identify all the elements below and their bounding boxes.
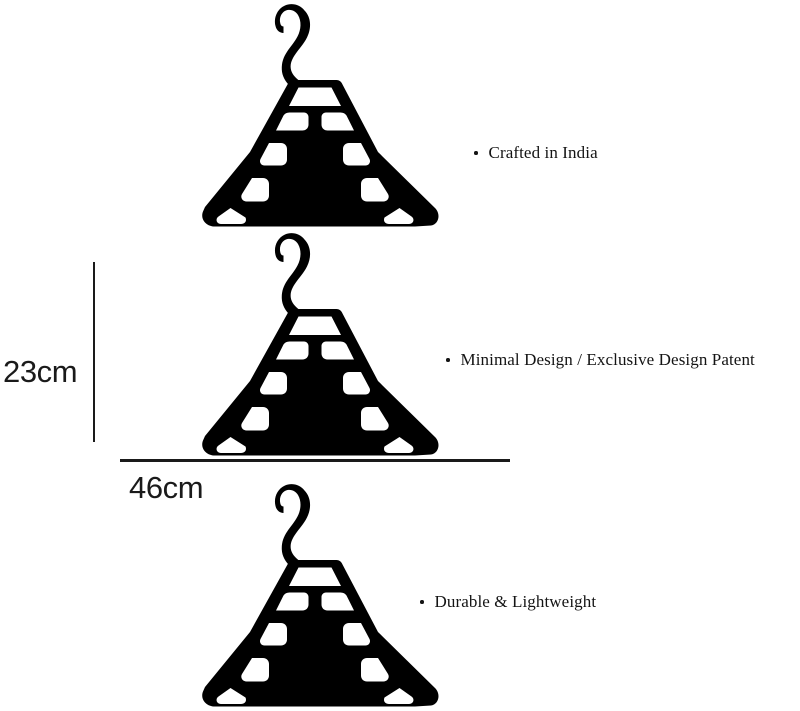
hanger-illustration-bottom xyxy=(95,482,535,707)
feature-label-crafted-in-india: Crafted in India xyxy=(474,143,598,163)
feature-label-durable-lightweight: Durable & Lightweight xyxy=(420,592,596,612)
feature-text: Minimal Design / Exclusive Design Patent xyxy=(460,350,755,369)
hanger-hook xyxy=(274,484,311,567)
hanger-illustration-top xyxy=(95,2,535,227)
dimension-width-label: 46cm xyxy=(129,470,204,505)
bullet-point-icon xyxy=(420,600,424,604)
bullet-point-icon xyxy=(474,151,478,155)
feature-text: Durable & Lightweight xyxy=(434,592,597,611)
dimension-line-vertical xyxy=(93,262,95,442)
feature-label-minimal-design: Minimal Design / Exclusive Design Patent xyxy=(446,350,755,370)
hanger-hook xyxy=(274,4,311,87)
hanger-body xyxy=(202,80,439,227)
hanger-body xyxy=(202,560,439,707)
bullet-point-icon xyxy=(446,358,450,362)
hanger-hook xyxy=(274,233,311,316)
dimension-line-horizontal xyxy=(120,459,510,462)
hanger-illustration-middle xyxy=(95,231,535,456)
hanger-body xyxy=(202,309,439,456)
feature-text: Crafted in India xyxy=(488,143,598,162)
dimension-height-label: 23cm xyxy=(3,354,78,389)
